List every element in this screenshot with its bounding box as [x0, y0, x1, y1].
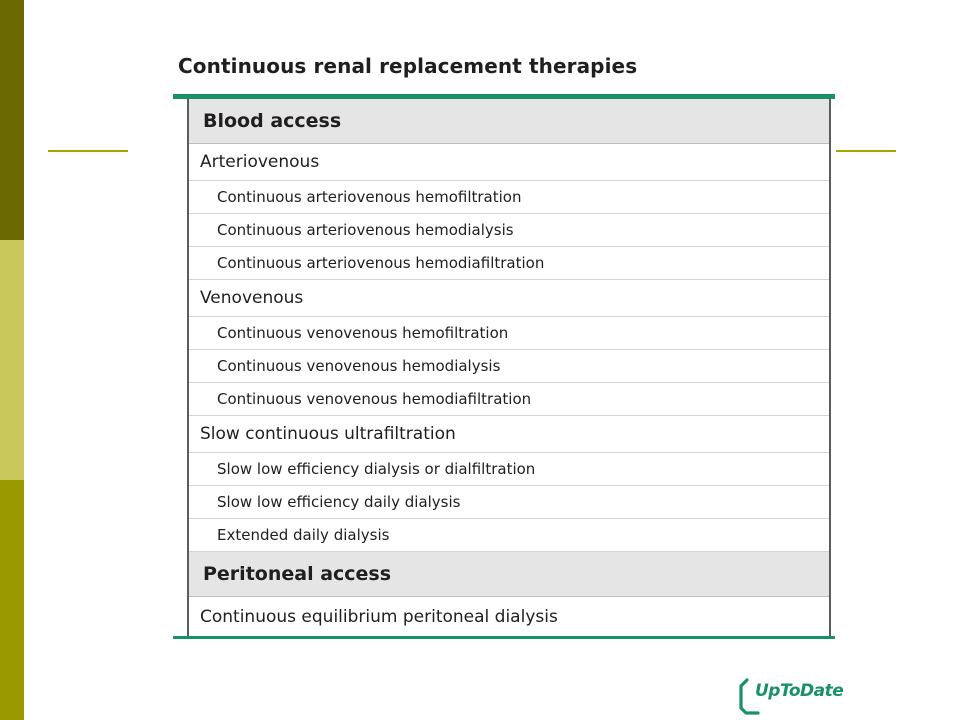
table-row: Slow low efficiency dialysis or dialfilt…	[189, 453, 829, 486]
uptodate-logo: UpToDate	[738, 676, 844, 716]
section-heading-blood-access: Blood access	[189, 99, 829, 144]
section-heading-peritoneal-access: Peritoneal access	[189, 552, 829, 597]
decorative-line-right	[836, 150, 896, 152]
table-row: Slow low efficiency daily dialysis	[189, 486, 829, 519]
therapies-table: Blood access Arteriovenous Continuous ar…	[173, 94, 835, 639]
group-row-slow-continuous-ultrafiltration: Slow continuous ultrafiltration	[189, 416, 829, 453]
table-row: Continuous arteriovenous hemodialysis	[189, 214, 829, 247]
table-row: Continuous arteriovenous hemodiafiltrati…	[189, 247, 829, 280]
therapies-table-body: Blood access Arteriovenous Continuous ar…	[187, 99, 831, 636]
slide-sidebar-top	[0, 0, 24, 240]
decorative-line-left	[48, 150, 128, 152]
group-row-venovenous: Venovenous	[189, 280, 829, 317]
table-row: Extended daily dialysis	[189, 519, 829, 552]
group-row-arteriovenous: Arteriovenous	[189, 144, 829, 181]
table-row: Continuous arteriovenous hemofiltration	[189, 181, 829, 214]
figure-title: Continuous renal replacement therapies	[178, 54, 638, 78]
table-row: Continuous venovenous hemodialysis	[189, 350, 829, 383]
table-row: Continuous venovenous hemofiltration	[189, 317, 829, 350]
table-row: Continuous venovenous hemodiafiltration	[189, 383, 829, 416]
uptodate-logo-icon	[739, 678, 760, 715]
group-row-continuous-equilibrium-peritoneal-dialysis: Continuous equilibrium peritoneal dialys…	[200, 606, 558, 627]
logo-wordmark: UpToDate	[755, 681, 844, 701]
slide-sidebar-middle	[0, 240, 24, 480]
slide-sidebar-bottom	[0, 480, 24, 720]
